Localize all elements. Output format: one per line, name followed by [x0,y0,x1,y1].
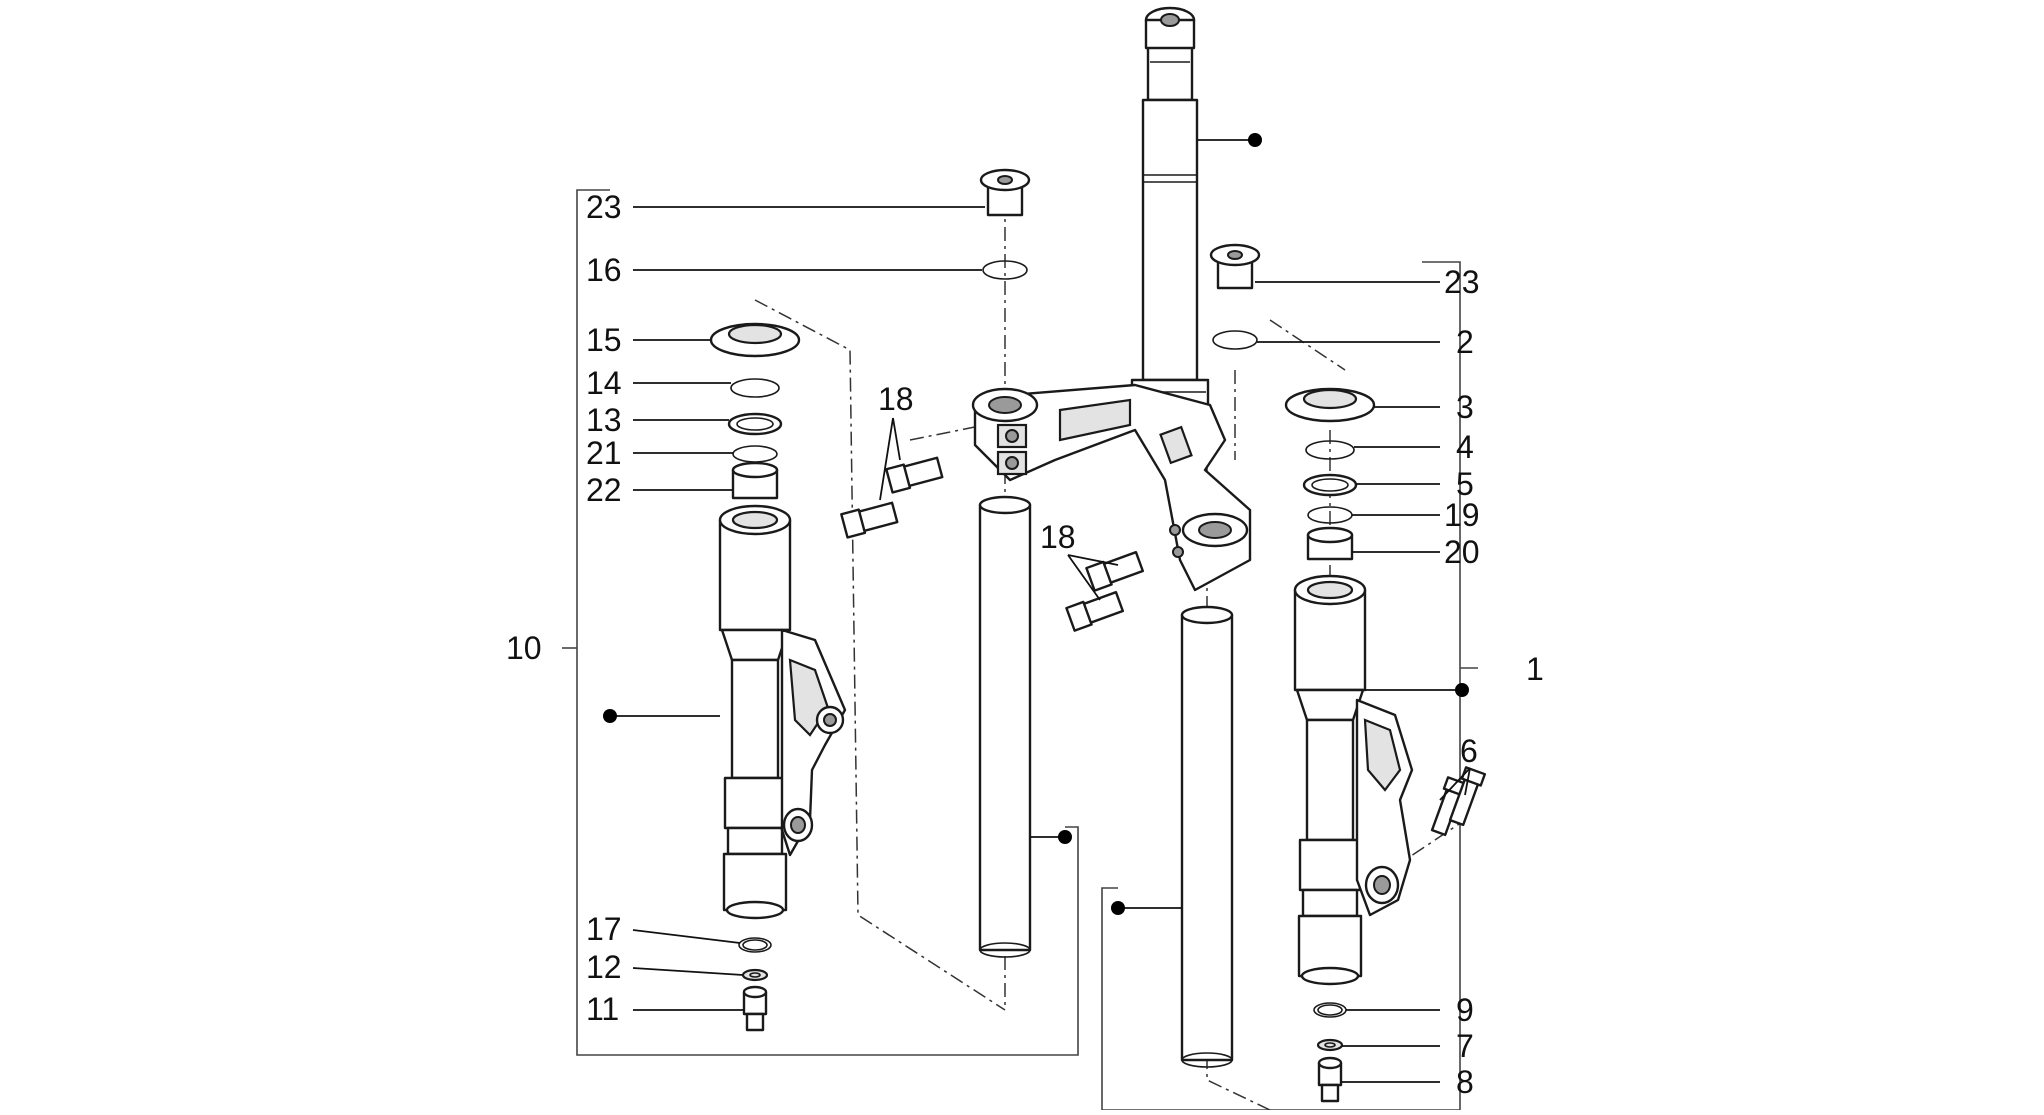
callout-6: 6 [1460,733,1478,769]
inner-tube-right [1180,605,1234,1068]
callout-18-upper: 18 [878,381,914,417]
callout-13: 13 [586,402,622,438]
callout-labels: 23 16 15 14 13 21 22 10 17 12 11 18 18 2… [506,189,1544,1100]
callout-5: 5 [1456,466,1474,502]
callout-9: 9 [1456,992,1474,1028]
steering-stem [1130,6,1210,412]
bolts-6 [1430,766,1487,837]
leader-lines [610,139,1471,1083]
callout-20: 20 [1444,534,1480,570]
callout-17: 17 [586,911,622,947]
callout-10: 10 [506,630,542,666]
left-seal-stack [709,168,1031,500]
callout-18-lower: 18 [1040,519,1076,555]
callout-2: 2 [1456,324,1474,360]
callout-1: 1 [1526,651,1544,687]
right-fork-leg [1293,574,1414,986]
left-bottom-parts [738,937,772,1032]
lower-triple-clamp [971,383,1252,592]
callout-8: 8 [1456,1064,1474,1100]
callout-23-left: 23 [586,189,622,225]
callout-22: 22 [586,472,622,508]
callout-3: 3 [1456,389,1474,425]
callout-19: 19 [1444,497,1480,533]
bolts-18 [840,456,1145,632]
inner-tube-left [978,495,1032,958]
callout-dot-stem [1248,133,1262,147]
right-bottom-parts [1313,1002,1347,1103]
callout-12: 12 [586,949,622,985]
callout-dot-left-leg [603,709,617,723]
left-fork-leg [718,504,847,920]
callout-dot-right-leg [1455,683,1469,697]
right-seal-stack [1209,243,1376,561]
callout-4: 4 [1456,429,1474,465]
callout-dot-right-tube [1111,901,1125,915]
callout-7: 7 [1456,1028,1474,1064]
callout-dot-left-tube [1058,830,1072,844]
callout-dots [603,133,1469,915]
callout-16: 16 [586,252,622,288]
callout-15: 15 [586,322,622,358]
callout-21: 21 [586,435,622,471]
callout-23-right: 23 [1444,264,1480,300]
callout-14: 14 [586,365,622,401]
callout-11: 11 [586,991,619,1027]
